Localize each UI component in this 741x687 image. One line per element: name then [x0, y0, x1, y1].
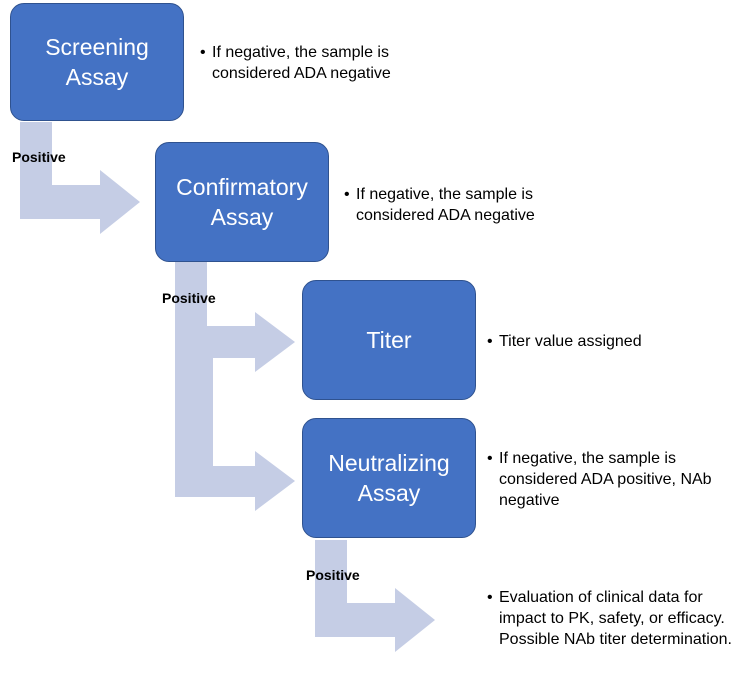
- positive-label-2: Positive: [162, 290, 216, 306]
- titer-box: Titer: [302, 280, 476, 400]
- neutralizing-assay-label: Neutralizing Assay: [328, 450, 450, 506]
- titer-note: Titer value assigned: [487, 331, 739, 352]
- arrow-confirmatory-to-titer-and-neutralizing: [175, 262, 295, 511]
- confirmatory-assay-box: Confirmatory Assay: [155, 142, 329, 262]
- confirmatory-note: If negative, the sample is considered AD…: [344, 184, 591, 226]
- arrow-neutralizing-to-evaluation: [315, 540, 435, 652]
- screening-assay-label: Screening Assay: [45, 34, 149, 90]
- evaluation-note: Evaluation of clinical data for impact t…: [487, 587, 739, 650]
- neutralizing-assay-box: Neutralizing Assay: [302, 418, 476, 538]
- arrow-screening-to-confirmatory: [20, 122, 140, 234]
- confirmatory-assay-label: Confirmatory Assay: [176, 174, 308, 230]
- neutralizing-note: If negative, the sample is considered AD…: [487, 448, 739, 511]
- titer-label: Titer: [366, 327, 412, 353]
- screening-note: If negative, the sample is considered AD…: [200, 42, 447, 84]
- positive-label-3: Positive: [306, 567, 360, 583]
- positive-label-1: Positive: [12, 149, 66, 165]
- screening-assay-box: Screening Assay: [10, 3, 184, 121]
